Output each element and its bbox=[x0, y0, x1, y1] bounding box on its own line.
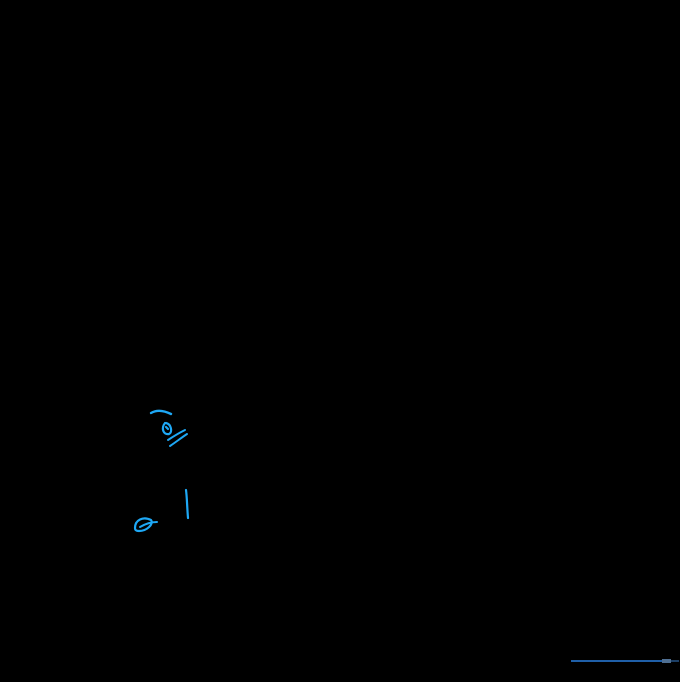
stroke-leaf-vein bbox=[139, 521, 158, 528]
stroke-cheek-line-1 bbox=[167, 429, 186, 441]
stroke-eye-pupil bbox=[164, 425, 170, 431]
stroke-cheek-line-2 bbox=[169, 433, 188, 447]
stroke-eyebrow bbox=[149, 409, 173, 416]
stroke-eye bbox=[161, 421, 173, 436]
progress-handle[interactable] bbox=[662, 659, 671, 663]
progress-fill bbox=[571, 660, 666, 662]
stroke-leaf bbox=[133, 517, 153, 533]
progress-track[interactable] bbox=[571, 659, 679, 663]
stroke-vertical bbox=[184, 488, 190, 520]
